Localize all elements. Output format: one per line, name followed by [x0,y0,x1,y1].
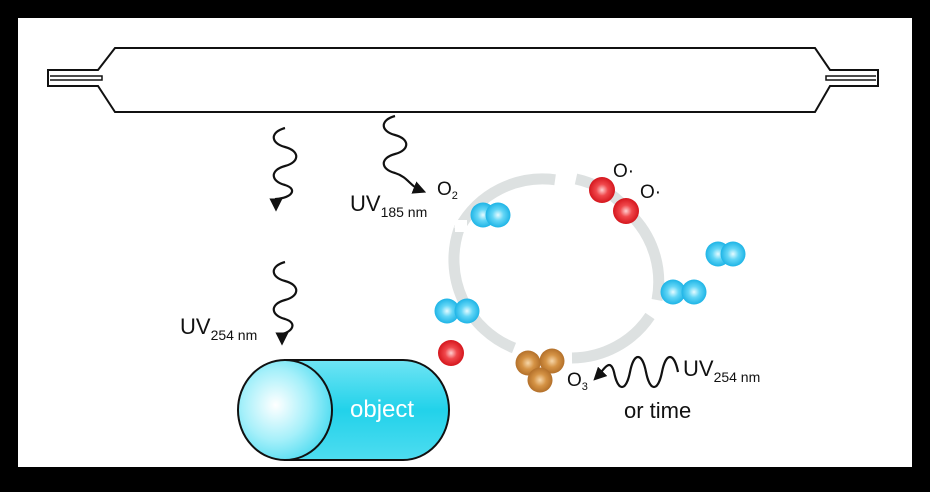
uv-lamp-icon [47,47,879,113]
oxygen-molecule-icon [660,279,707,305]
oxygen-radical-icon [589,177,615,203]
wavy-arrow-icon [272,260,298,346]
uv254-right-label: UV254 nm [683,356,761,385]
object-label: object [350,396,415,423]
object-cylinder-icon [237,359,450,461]
or-time-label: or time [624,398,692,423]
panel-background [18,18,912,467]
oxygen-molecule-icon [470,202,511,228]
o2-label: O2 [437,179,458,202]
wavy-arrow-icon [593,355,680,389]
wavy-arrow-icon [382,114,427,194]
ozone-molecule-icon [515,348,565,393]
o-radical-label: O· [613,161,635,182]
oxygen-radical-icon [613,198,639,224]
uv185-label: UV185 nm [350,191,428,220]
oxygen-molecule-icon [434,298,480,324]
o-radical-label: O· [640,182,662,203]
wavy-arrow-icon [269,126,298,212]
o3-label: O3 [567,370,588,393]
oxygen-molecule-icon [705,241,746,267]
oxygen-radical-icon [438,340,464,366]
uv254-left-label: UV254 nm [180,314,258,343]
